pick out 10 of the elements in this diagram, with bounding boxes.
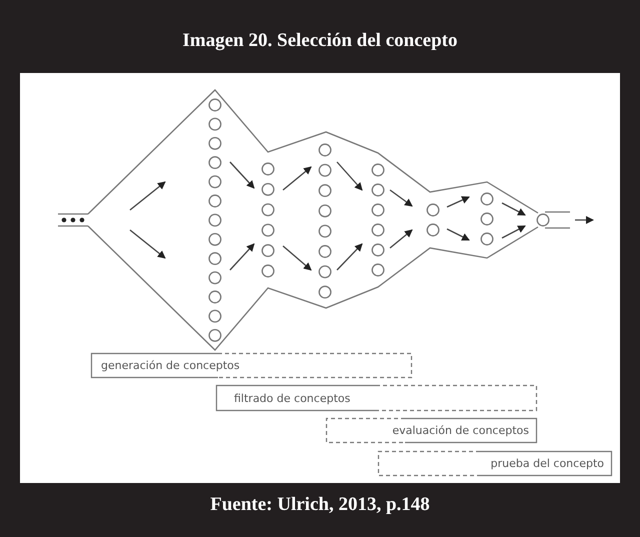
- phase-label: filtrado de conceptos: [234, 392, 350, 404]
- phase-label: generación de conceptos: [101, 359, 240, 372]
- phase-label: prueba del concepto: [490, 457, 604, 470]
- source-caption: Fuente: Ulrich, 2013, p.148: [209, 494, 431, 516]
- phase-bar: [216, 385, 537, 411]
- figure-title: Imagen 20. Selección del concepto: [182, 30, 458, 52]
- phase-label: evaluación de conceptos: [392, 424, 529, 437]
- phase-bar: [91, 353, 412, 378]
- phase-bar: [326, 418, 537, 443]
- phase-bar: [378, 451, 612, 476]
